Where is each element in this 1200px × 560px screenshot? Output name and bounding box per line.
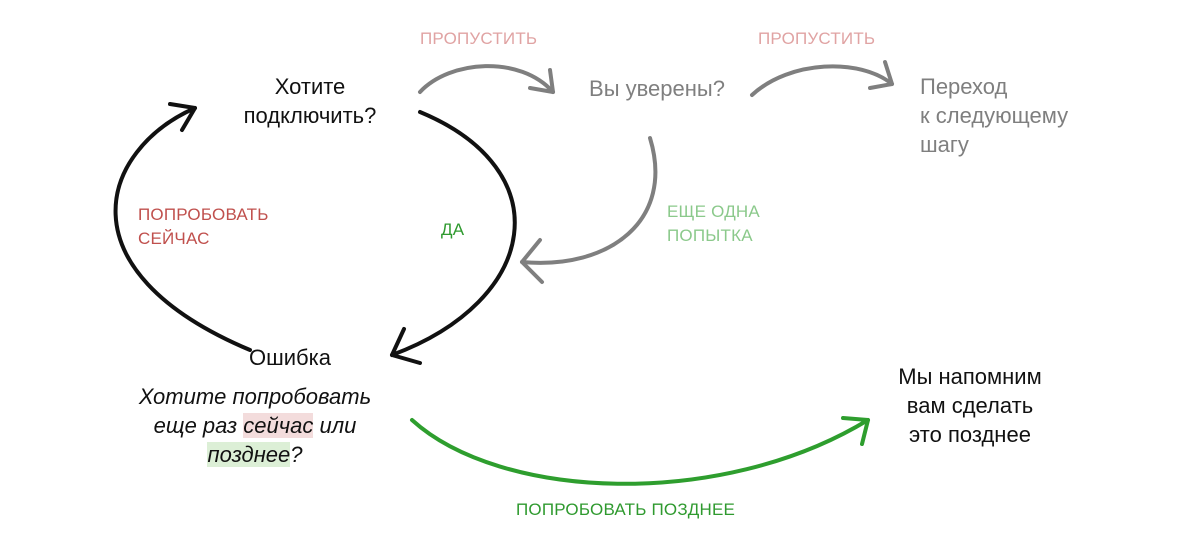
node-remind-later-line-2: вам сделать <box>906 393 1034 418</box>
node-connect-line-2: подключить? <box>243 103 377 128</box>
edge-label-retry: ЕЩЕ ОДНА ПОПЫТКА <box>667 200 760 248</box>
edge-label-skip-2-text: ПРОПУСТИТЬ <box>758 29 876 48</box>
error-question-mark: ? <box>290 442 303 467</box>
edge-label-try-now-line-1: ПОПРОБОВАТЬ <box>138 205 269 224</box>
error-question-line-3: позднее? <box>110 440 400 469</box>
node-next-step-line-1: Переход <box>920 74 1008 99</box>
edge-label-yes-text: ДА <box>441 220 465 239</box>
error-question: Хотите попробовать еще раз сейчас или по… <box>110 382 400 469</box>
edge-label-try-now-line-2: СЕЙЧАС <box>138 229 210 248</box>
arrow-try-later <box>410 416 870 486</box>
edge-label-yes: ДА <box>441 218 464 242</box>
node-next-step: Переход к следующему шагу <box>920 72 1120 159</box>
node-next-step-line-3: шагу <box>920 132 969 157</box>
error-question-or: или <box>313 413 357 438</box>
edge-label-try-later-text: ПОПРОБОВАТЬ ПОЗДНЕЕ <box>516 500 736 519</box>
edge-label-skip-1-text: ПРОПУСТИТЬ <box>420 29 538 48</box>
word-now-highlight: сейчас <box>243 413 314 438</box>
error-question-prefix: еще раз <box>153 413 244 438</box>
edge-label-retry-line-2: ПОПЫТКА <box>667 226 753 245</box>
edge-label-try-now: ПОПРОБОВАТЬ СЕЙЧАС <box>138 203 269 251</box>
edge-label-skip-2: ПРОПУСТИТЬ <box>758 27 875 51</box>
node-remind-later-line-3: это позднее <box>909 422 1031 447</box>
node-connect: Хотите подключить? <box>200 72 420 130</box>
arrow-yes <box>390 110 517 365</box>
word-later-highlight: позднее <box>207 442 291 467</box>
node-remind-later: Мы напомним вам сделать это позднее <box>860 362 1080 449</box>
node-are-you-sure-text: Вы уверены? <box>589 76 725 101</box>
node-error: Ошибка <box>230 343 350 372</box>
edge-label-retry-line-1: ЕЩЕ ОДНА <box>667 202 760 221</box>
node-next-step-line-2: к следующему <box>920 103 1069 128</box>
arrow-try-now <box>113 102 252 352</box>
edge-label-try-later: ПОПРОБОВАТЬ ПОЗДНЕЕ <box>516 498 735 522</box>
node-are-you-sure: Вы уверены? <box>572 74 742 103</box>
arrow-skip-2 <box>750 60 894 97</box>
node-remind-later-line-1: Мы напомним <box>898 364 1042 389</box>
node-error-text: Ошибка <box>249 345 331 370</box>
node-connect-line-1: Хотите <box>274 74 346 99</box>
error-question-line-2: еще раз сейчас или <box>110 411 400 440</box>
arrow-retry <box>520 136 658 284</box>
edge-label-skip-1: ПРОПУСТИТЬ <box>420 27 537 51</box>
arrow-skip-1 <box>418 64 555 94</box>
error-question-line-1: Хотите попробовать <box>138 384 372 409</box>
